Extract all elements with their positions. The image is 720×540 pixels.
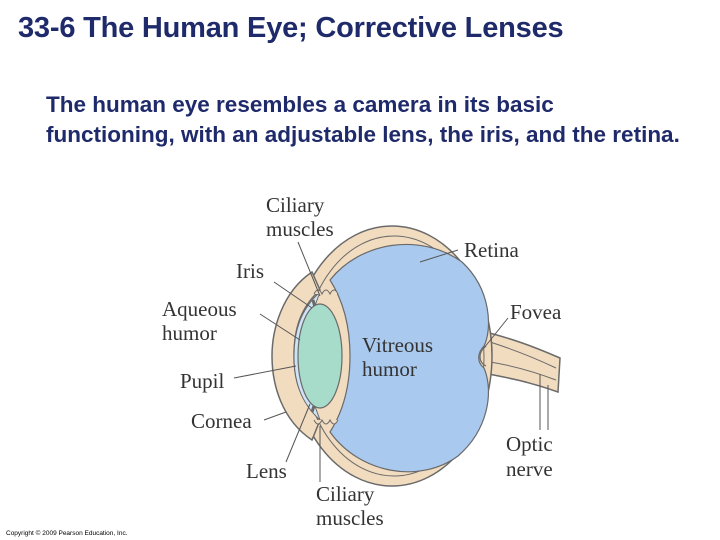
lens xyxy=(297,303,343,409)
label-ciliary-bottom-2: muscles xyxy=(316,506,384,530)
label-vitreous-2: humor xyxy=(362,357,417,381)
ciliary-muscles xyxy=(313,289,339,425)
label-vitreous-1: Vitreous xyxy=(362,333,433,357)
label-lens: Lens xyxy=(246,459,287,483)
label-retina: Retina xyxy=(464,238,519,262)
label-cornea: Cornea xyxy=(191,409,252,433)
label-aqueous-1: Aqueous xyxy=(162,297,237,321)
label-ciliary-top-2: muscles xyxy=(266,217,334,241)
slide-title: 33-6 The Human Eye; Corrective Lenses xyxy=(18,12,564,44)
label-pupil: Pupil xyxy=(180,369,225,393)
slide-body-text: The human eye resembles a camera in its … xyxy=(46,92,680,147)
pointer-lines xyxy=(233,241,549,482)
label-fovea: Fovea xyxy=(510,300,562,324)
vitreous-body xyxy=(329,243,490,473)
label-optic-1: Optic xyxy=(506,432,553,456)
copyright-notice: Copyright © 2009 Pearson Education, Inc. xyxy=(6,530,128,537)
label-optic-2: nerve xyxy=(506,457,553,481)
label-aqueous-2: humor xyxy=(162,321,217,345)
label-ciliary-bottom-1: Ciliary xyxy=(316,482,375,506)
label-iris: Iris xyxy=(236,259,264,283)
label-ciliary-top-1: Ciliary xyxy=(266,193,325,217)
